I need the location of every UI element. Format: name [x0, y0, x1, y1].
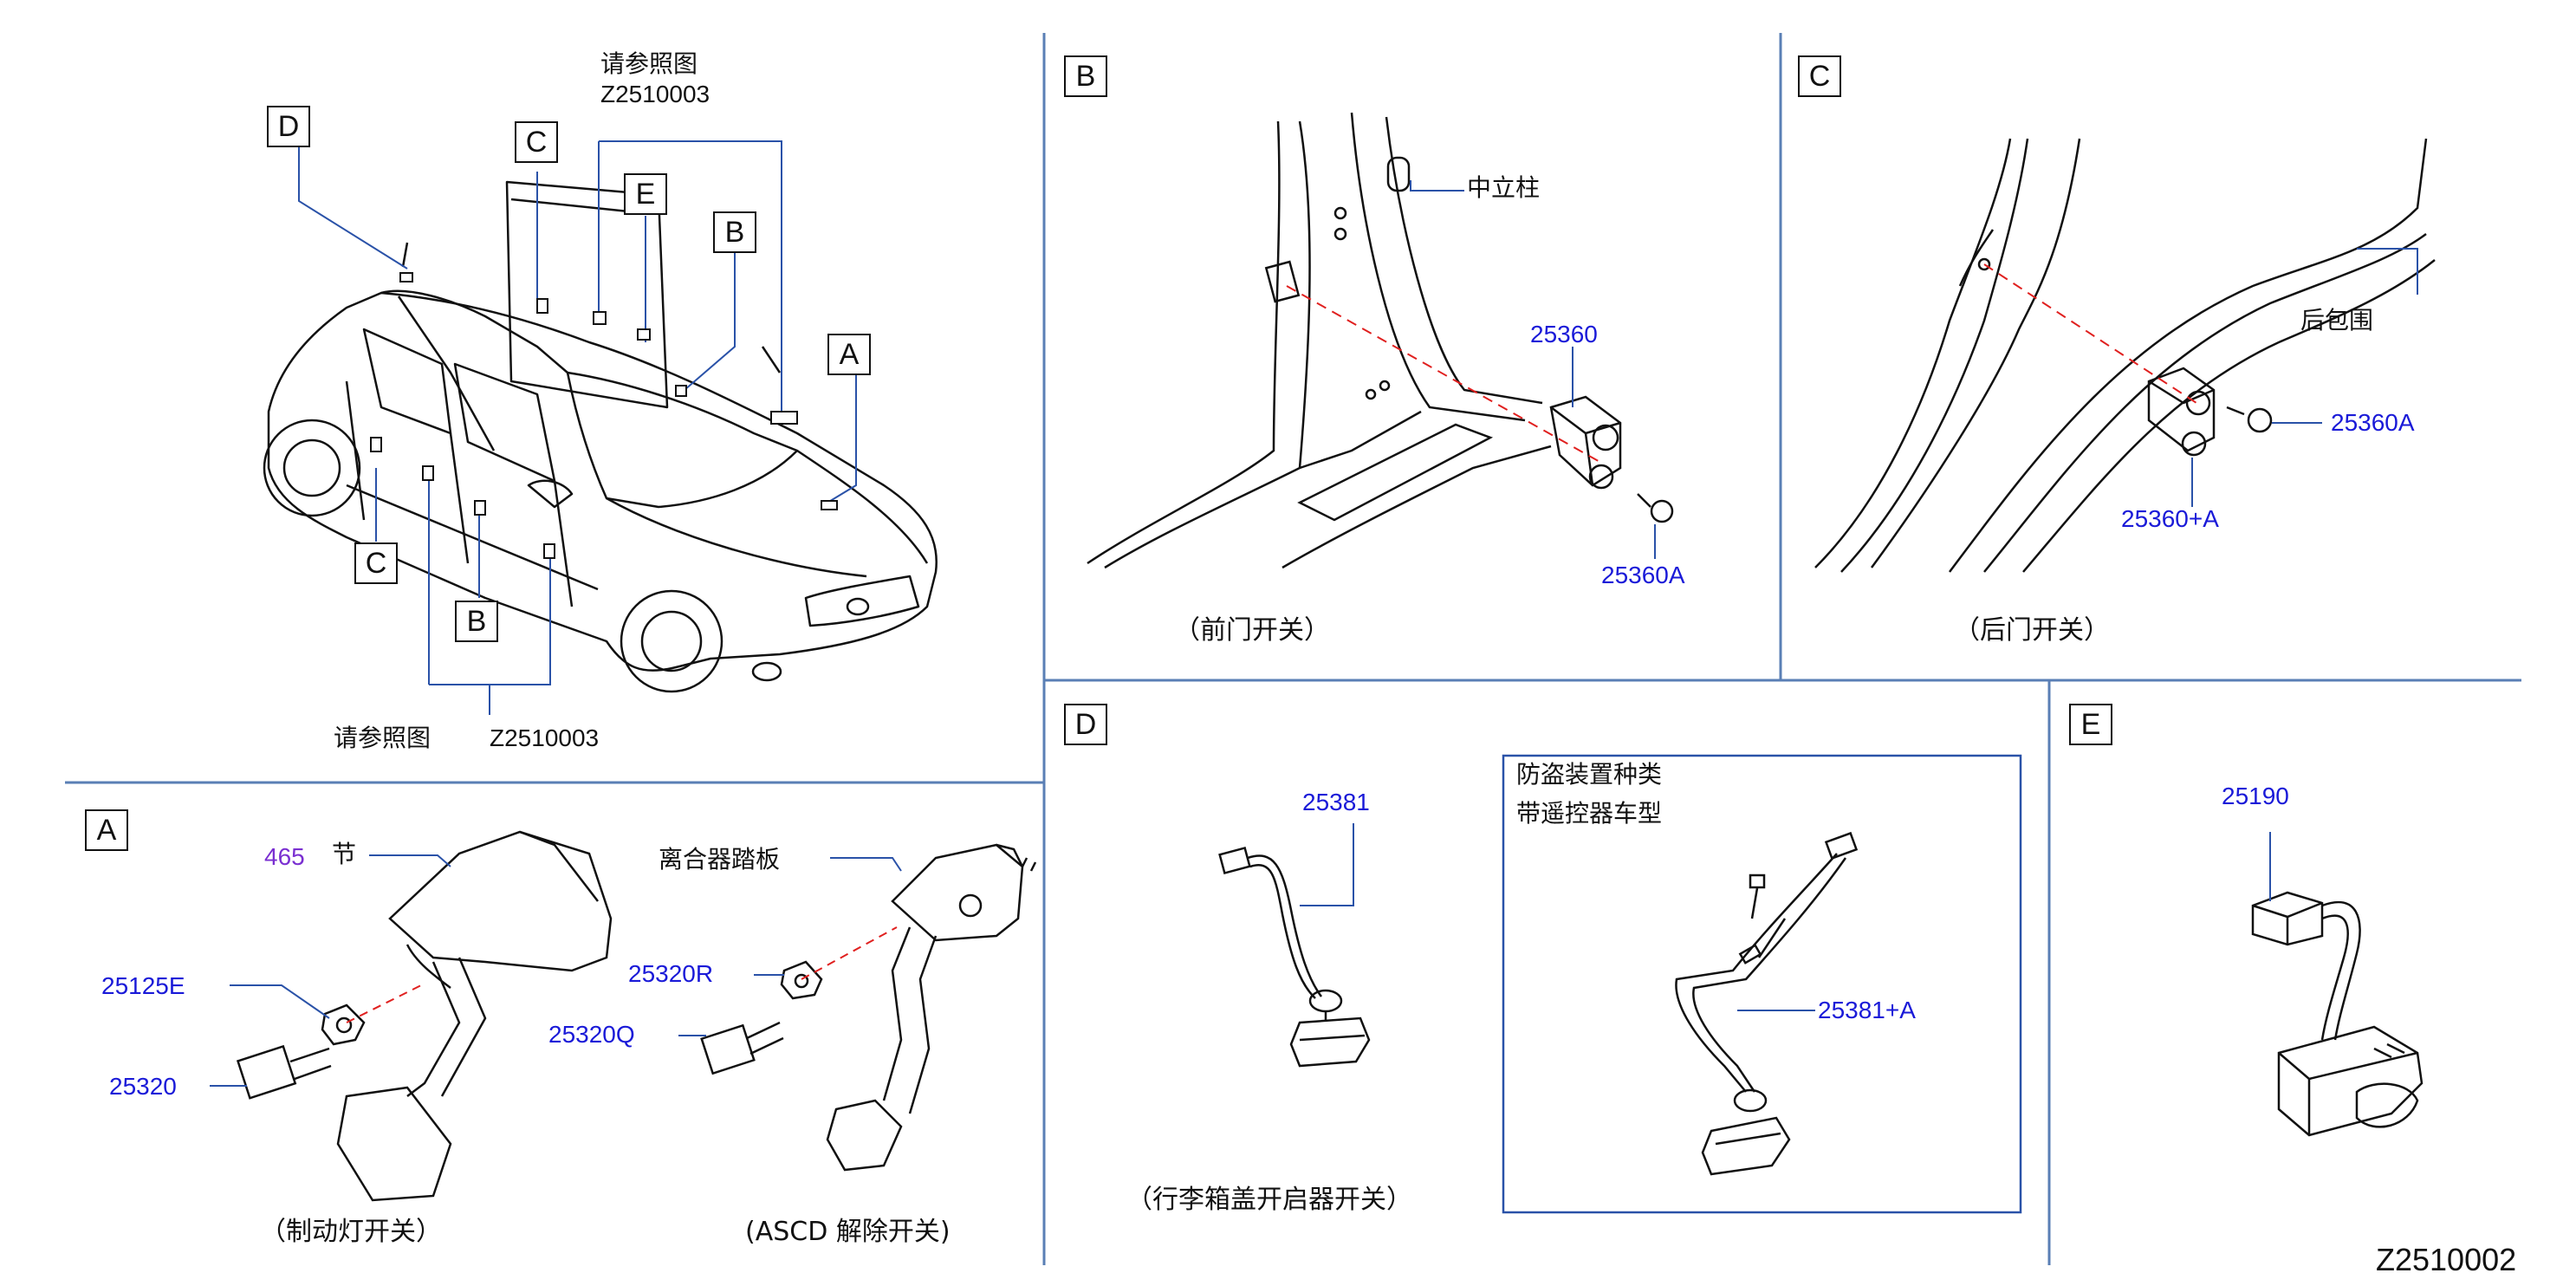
car-illustration	[263, 180, 938, 693]
panel-b-pillar-label: 中立柱	[1467, 173, 1541, 202]
panel-d-drawing	[1218, 831, 1859, 1176]
panel-d-inset-line1: 防盗装置种类	[1516, 760, 1663, 789]
panel-a-drawing	[236, 830, 1037, 1202]
panel-b-tag: B	[1064, 55, 1107, 97]
panel-c-leaders	[2191, 248, 2418, 507]
overview-callout-a: A	[827, 334, 871, 375]
overview-callout-b-top: B	[713, 211, 756, 253]
panel-a-clutch-label: 离合器踏板	[659, 845, 781, 874]
overview-callout-d: D	[267, 106, 310, 147]
overview-callout-c-top: C	[515, 121, 558, 163]
panel-d-inset-part-25381-plus-a: 25381+A	[1818, 997, 1916, 1023]
figure-id: Z2510002	[2376, 1242, 2517, 1277]
overview-switch-markers	[370, 272, 838, 559]
overview-callout-e: E	[624, 173, 667, 215]
panel-a-leaders	[210, 854, 902, 1087]
panel-a-ref-suffix: 节	[332, 840, 357, 868]
panel-a-clutch-dash	[801, 926, 898, 980]
panel-a-caption-brake: （制动灯开关）	[260, 1217, 442, 1247]
ref-top-code: Z2510003	[600, 81, 711, 107]
panel-c-part-25360a: 25360A	[2331, 409, 2415, 436]
panel-b-drawing	[1087, 112, 1674, 569]
overview-callout-b-low: B	[455, 601, 498, 642]
panel-c-drawing	[1814, 138, 2436, 573]
panel-d-inset-box	[1502, 754, 2022, 1214]
panel-c-caption: （后门开关）	[1954, 615, 2110, 646]
panel-b-caption: （前门开关）	[1174, 615, 1330, 646]
panel-a-part-25125e: 25125E	[101, 972, 185, 999]
panel-b-alignment-dash	[1286, 285, 1604, 464]
overview-leaders	[298, 140, 857, 715]
panel-c-tag: C	[1798, 55, 1841, 97]
panel-d-leaders	[1300, 823, 1815, 1011]
panel-b-part-25360a: 25360A	[1601, 562, 1685, 588]
panel-e-part-25190: 25190	[2222, 783, 2289, 809]
panel-a-part-25320r: 25320R	[628, 960, 714, 987]
panel-a-caption-ascd: (ASCD 解除开关)	[745, 1217, 951, 1247]
panel-a-ref-number: 465	[264, 843, 305, 870]
panel-e-tag: E	[2069, 704, 2112, 745]
panel-dividers	[65, 33, 2521, 1265]
panel-a-part-25320q: 25320Q	[548, 1021, 635, 1048]
ref-bottom-code: Z2510003	[490, 724, 600, 751]
panel-b-part-25360: 25360	[1530, 321, 1598, 347]
ref-bottom-label: 请参照图	[334, 724, 431, 752]
panel-a-part-25320: 25320	[109, 1073, 177, 1100]
panel-d-part-25381: 25381	[1302, 789, 1370, 815]
panel-d-inset-line2: 带遥控器车型	[1516, 799, 1663, 828]
panel-e-drawing	[2251, 891, 2424, 1137]
ref-top-label: 请参照图	[600, 49, 698, 78]
panel-c-alignment-dash	[1983, 263, 2197, 404]
panel-d-caption: （行李箱盖开启器开关）	[1126, 1185, 1412, 1215]
panel-a-tag: A	[85, 809, 128, 851]
panel-d-tag: D	[1064, 704, 1107, 745]
panel-c-panel-label: 后包围	[2300, 306, 2374, 334]
panel-c-part-25360-plus-a: 25360+A	[2121, 505, 2219, 532]
overview-callout-c-low: C	[354, 542, 398, 584]
panel-b-leaders	[1410, 180, 1656, 559]
